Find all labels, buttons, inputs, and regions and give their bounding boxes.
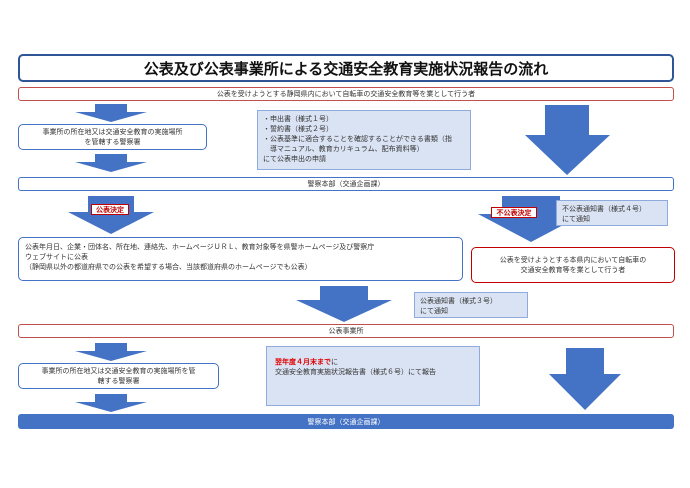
report-text: 交通安全教育実施状況報告書（様式６号）にて報告 — [275, 368, 436, 376]
police-hq-bar: 警察本部（交通企画課） — [18, 177, 674, 191]
flow-arrow — [296, 286, 392, 322]
publish-notice-note: 公表通知書（様式３号） にて通知 — [414, 292, 528, 318]
flow-arrow — [75, 104, 147, 122]
reject-notice-note: 不公表通知書（様式４号） にて通知 — [556, 200, 668, 226]
applicant-bar: 公表を受けようとする静岡県内において自転車の交通安全教育等を業として行う者 — [18, 87, 674, 101]
flow-arrow — [75, 394, 147, 412]
page-title: 公表及び公表事業所による交通安全教育実施状況報告の流れ — [18, 54, 674, 82]
flow-arrow — [75, 343, 147, 361]
activity-report-note: 翌年度４月末までに 交通安全教育実施状況報告書（様式６号）にて報告 — [266, 346, 480, 406]
report-deadline-suffix: に — [331, 358, 338, 366]
publication-content-box: 公表年月日、企業・団体名、所在地、連絡先、ホームページＵＲＬ、教育対象等を県警ホ… — [18, 237, 463, 281]
flow-arrow — [75, 154, 147, 172]
documents-footer: にて公表申出の申請 — [263, 155, 326, 163]
reject-decision-tag: 不公表決定 — [491, 207, 537, 218]
document-item: ・申出書（様式１号） — [263, 115, 333, 123]
document-item: ・公表基準に適合することを確認することができる書類（指 導マニュアル、教育カリキ… — [263, 135, 452, 153]
police-hq-bar-final: 警察本部（交通企画課） — [18, 414, 674, 429]
flow-arrow-large — [525, 105, 610, 175]
police-station-box: 事業所の所在地又は交通安全教育の実施場所 を管轄する警察署 — [18, 124, 207, 150]
publish-decision-arrow — [68, 196, 154, 234]
reject-recipient-box: 公表を受けようとする本県内において自転車の 交通安全教育等を業として行う者 — [471, 247, 675, 283]
police-station-box: 事業所の所在地又は交通安全教育の実施場所を管 轄する警察署 — [18, 363, 219, 389]
flow-arrow-large — [549, 348, 621, 410]
document-item: ・誓約書（様式２号） — [263, 125, 333, 133]
application-documents-note: ・申出書（様式１号） ・誓約書（様式２号） ・公表基準に適合することを確認するこ… — [257, 110, 471, 170]
published-business-bar: 公表事業所 — [18, 324, 674, 338]
report-deadline: 翌年度４月末まで — [275, 358, 331, 366]
publish-decision-tag: 公表決定 — [91, 204, 129, 215]
